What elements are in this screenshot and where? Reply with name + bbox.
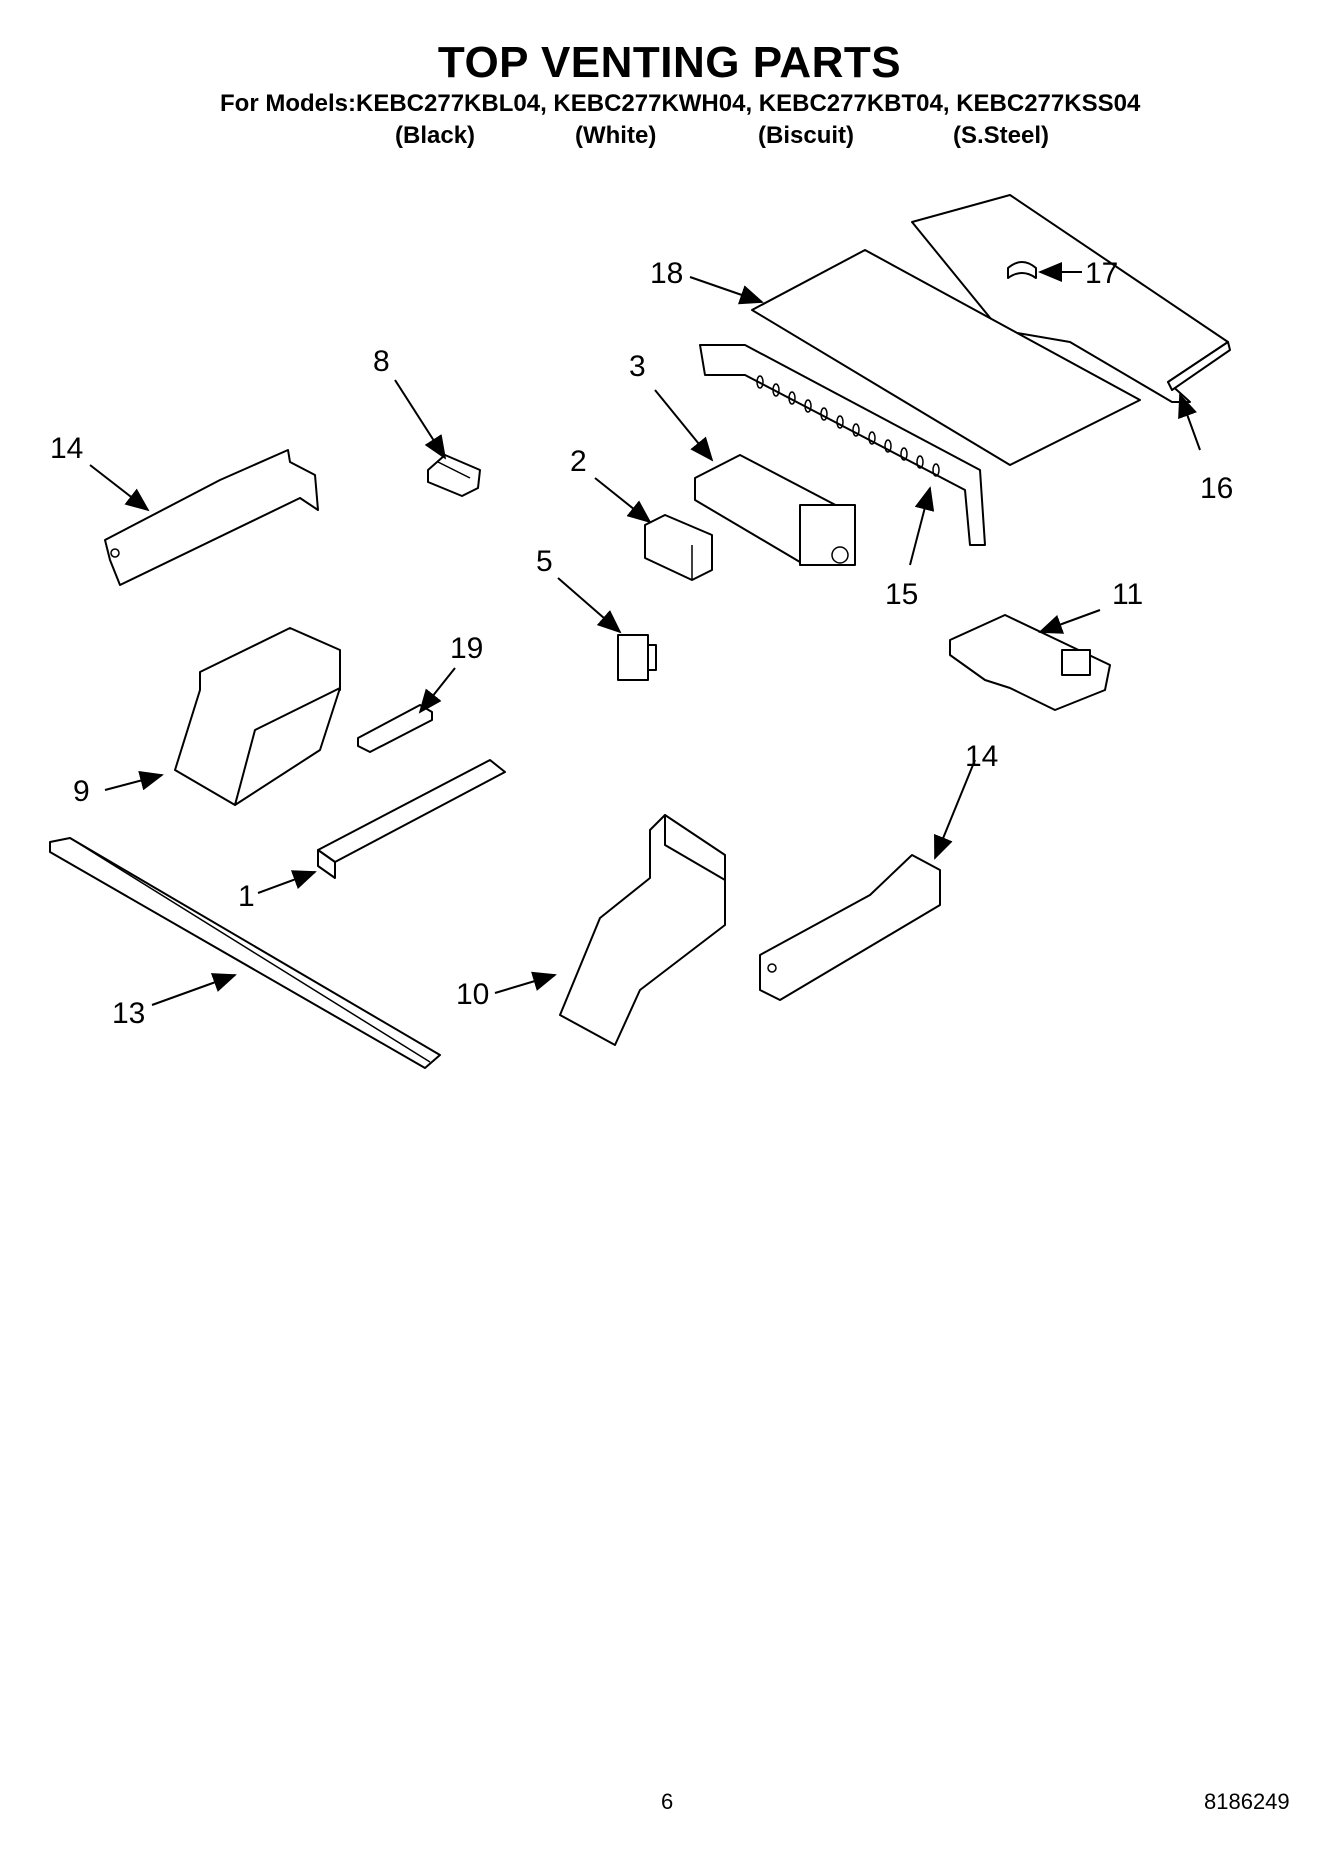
leader-5 — [557, 577, 622, 634]
callout-8: 8 — [373, 345, 390, 378]
part-8-terminal-block — [427, 454, 481, 497]
part-18-vent-cover — [751, 249, 1141, 466]
callout-2: 2 — [570, 445, 587, 478]
leader-15 — [909, 486, 935, 566]
part-9-air-deflector — [174, 627, 341, 806]
leader-8 — [394, 379, 447, 460]
page-title: TOP VENTING PARTS — [437, 38, 902, 87]
callout-1: 1 — [238, 880, 255, 913]
callout-9: 9 — [73, 775, 90, 808]
leader-19 — [418, 667, 456, 714]
callout-15: 15 — [885, 578, 919, 611]
callout-14-lower: 14 — [965, 740, 999, 773]
leader-11 — [1038, 609, 1101, 634]
part-17-clip — [1007, 261, 1037, 279]
variant-steel: (S.Steel) — [953, 122, 1050, 149]
part-15-perforated-bracket — [699, 344, 986, 546]
callout-18: 18 — [650, 257, 684, 290]
part-2-insulation-block — [644, 514, 713, 581]
part-10-duct — [559, 814, 726, 1046]
leader-1 — [257, 870, 317, 894]
variant-white: (White) — [575, 122, 657, 149]
leader-13 — [151, 973, 237, 1006]
callout-14-upper: 14 — [50, 432, 84, 465]
leader-18 — [689, 276, 764, 305]
callout-10: 10 — [456, 978, 490, 1011]
models-line: For Models:KEBC277KBL04, KEBC277KWH04, K… — [220, 90, 1141, 117]
variant-black: (Black) — [395, 122, 476, 149]
leader-2 — [594, 477, 652, 524]
part-1-channel — [317, 759, 506, 879]
callout-5: 5 — [536, 545, 553, 578]
callout-19: 19 — [450, 632, 484, 665]
part-14-side-bracket-lower — [759, 854, 941, 1001]
callout-3: 3 — [629, 350, 646, 383]
variant-biscuit: (Biscuit) — [758, 122, 854, 149]
callout-17: 17 — [1085, 257, 1119, 290]
page-number: 6 — [661, 1789, 674, 1814]
part-14-side-bracket-upper — [104, 449, 319, 586]
callout-13: 13 — [112, 997, 146, 1030]
leader-9 — [104, 770, 164, 791]
part-11-bracket-plate — [949, 614, 1111, 711]
leader-14-lower — [934, 759, 976, 860]
part-5-switch — [617, 634, 657, 681]
leader-14-upper — [89, 464, 150, 512]
part-3-motor-assembly — [694, 454, 856, 566]
leader-3 — [654, 389, 714, 462]
part-13-long-rail — [49, 837, 441, 1069]
callout-16: 16 — [1200, 472, 1234, 505]
leader-16 — [1178, 393, 1201, 451]
callout-11: 11 — [1112, 578, 1144, 611]
leader-10 — [494, 971, 557, 994]
doc-number: 8186249 — [1204, 1789, 1290, 1814]
